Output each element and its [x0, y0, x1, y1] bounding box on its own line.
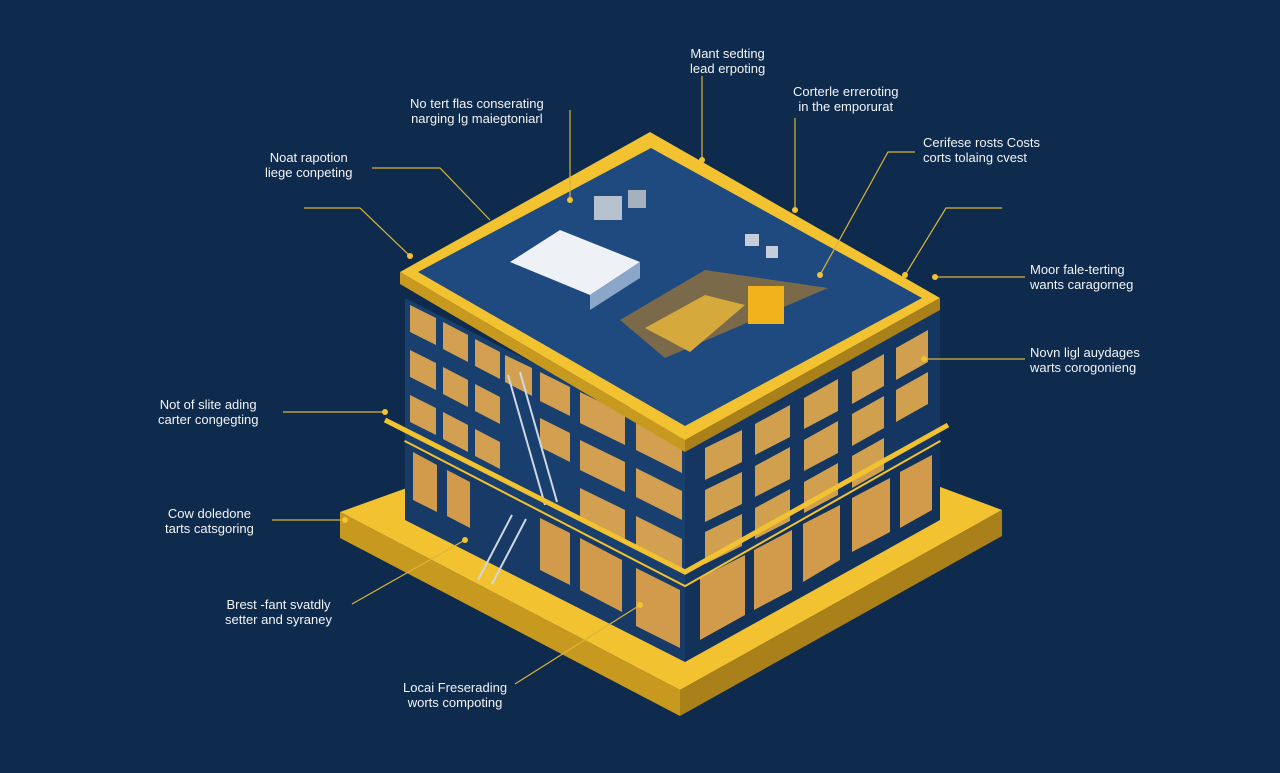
label-right-1-line1: Moor fale-terting — [1030, 262, 1125, 277]
roof — [400, 132, 940, 452]
label-right-1: Moor fale-terting wants caragorneg — [1030, 262, 1133, 292]
label-right-2-line1: Novn ligl auydages — [1030, 345, 1140, 360]
label-right-2: Novn ligl auydages warts corogonieng — [1030, 345, 1140, 375]
label-left-mid: Not of slite ading carter congegting — [158, 397, 258, 427]
label-upper-right-line2: corts tolaing cvest — [923, 150, 1028, 165]
label-bottom: Locai Freserading worts compoting — [403, 680, 507, 710]
label-bottom-line1: Locai Freserading — [403, 680, 508, 695]
label-top-left-line2: narging lg maiegtoniarl — [411, 111, 543, 126]
label-left-low-line2: tarts catsgoring — [165, 521, 254, 536]
label-left-low-line1: Cow doledone — [167, 506, 251, 521]
label-bottom-left-line2: setter and syraney — [225, 612, 332, 627]
label-top-center-line2: lead erpoting — [690, 61, 766, 76]
label-bottom-line2: worts compoting — [407, 695, 503, 710]
label-left-mid-line2: carter congegting — [158, 412, 259, 427]
label-top-center-line1: Mant sedting — [690, 46, 765, 61]
label-left-low: Cow doledone tarts catsgoring — [165, 506, 254, 536]
label-upper-left-line2: liege conpeting — [265, 165, 353, 180]
label-upper-right: Cerifese rosts Costs corts tolaing cvest — [923, 135, 1040, 165]
label-right-2-line2: warts corogonieng — [1030, 360, 1137, 375]
label-top-left-line1: No tert flas conserating — [410, 96, 544, 111]
label-top-left: No tert flas conserating narging lg maie… — [410, 96, 544, 126]
leader-dots — [342, 157, 938, 608]
label-top-right-line1: Corterle erreroting — [793, 84, 899, 99]
label-upper-right-line1: Cerifese rosts Costs — [923, 135, 1041, 150]
label-bottom-left-line1: Brest -fant svatdly — [226, 597, 331, 612]
leader-lines — [272, 76, 1025, 685]
label-top-right-line2: in the emporurat — [798, 99, 894, 114]
label-upper-left-line1: Noat rapotion — [269, 150, 348, 165]
label-top-right: Corterle erreroting in the emporurat — [793, 84, 899, 114]
label-left-mid-line1: Not of slite ading — [159, 397, 257, 412]
upper-floors — [383, 298, 950, 585]
label-bottom-left: Brest -fant svatdly setter and syraney — [225, 597, 332, 627]
label-top-center: Mant sedting lead erpoting — [690, 46, 765, 76]
ground-floor — [404, 438, 941, 662]
label-right-1-line2: wants caragorneg — [1030, 277, 1134, 292]
label-upper-left: Noat rapotion liege conpeting — [265, 150, 352, 180]
